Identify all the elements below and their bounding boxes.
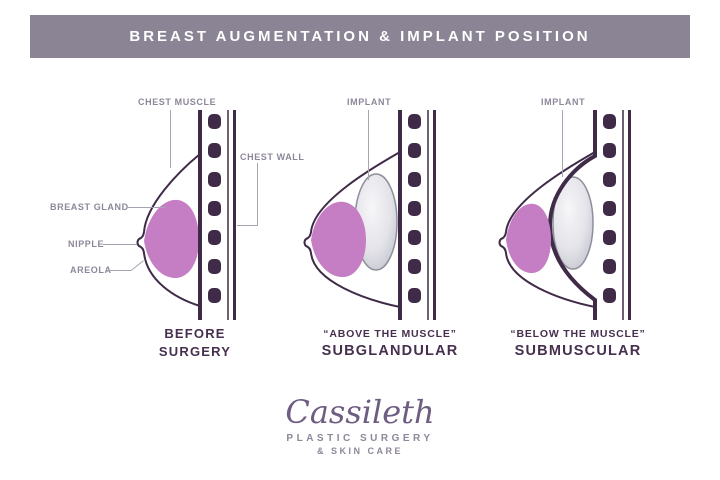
submuscular-diagram xyxy=(498,110,631,320)
title-banner: BREAST AUGMENTATION & IMPLANT POSITION xyxy=(30,15,690,58)
ribs xyxy=(408,114,421,303)
breast-outline xyxy=(136,153,201,307)
brand-logo-line1: PLASTIC SURGERY xyxy=(286,433,434,444)
implant-shape xyxy=(552,176,594,270)
breast-gland-label: BREAST GLAND xyxy=(50,202,129,212)
nipple-label: NIPPLE xyxy=(68,239,105,249)
ribs xyxy=(603,114,616,303)
breast-gland-shape xyxy=(506,203,551,274)
brand-logo: Cassileth PLASTIC SURGERY & SKIN CARE xyxy=(0,394,720,456)
implant-label: IMPLANT xyxy=(541,97,586,107)
chest-wall-label: CHEST WALL xyxy=(240,152,305,162)
before-surgery-caption: BEFORE SURGERY xyxy=(115,325,275,361)
areola-leader-line xyxy=(107,270,131,271)
before-surgery-diagram xyxy=(136,110,236,320)
chest-wall-leader-line xyxy=(257,163,258,225)
chest-muscle-line xyxy=(547,110,597,320)
breast-gland-shape xyxy=(311,201,366,278)
caption-line: SURGERY xyxy=(158,344,232,359)
submuscular-caption: “BELOW THE MUSCLE” SUBMUSCULAR xyxy=(488,328,668,359)
nipple-leader-line xyxy=(103,244,137,245)
breast-gland-leader-line xyxy=(128,207,166,208)
chest-muscle-label: CHEST MUSCLE xyxy=(138,97,217,107)
areola-label: AREOLA xyxy=(70,265,112,275)
chest-wall-leader-line xyxy=(237,225,258,226)
subglandular-diagram xyxy=(303,110,436,320)
brand-logo-line2: & SKIN CARE xyxy=(316,446,403,456)
implant-leader-line xyxy=(368,110,369,180)
subglandular-caption: “ABOVE THE MUSCLE” SUBGLANDULAR xyxy=(300,328,480,359)
caption-line: “ABOVE THE MUSCLE” xyxy=(323,328,457,340)
page-title: BREAST AUGMENTATION & IMPLANT POSITION xyxy=(129,28,591,45)
implant-label: IMPLANT xyxy=(347,97,392,107)
caption-line: SUBMUSCULAR xyxy=(514,343,642,359)
caption-line: BEFORE xyxy=(164,326,226,341)
implant-leader-line xyxy=(562,110,563,177)
chest-muscle-leader-line xyxy=(170,110,171,168)
brand-logo-script: Cassileth xyxy=(285,393,435,431)
caption-line: SUBGLANDULAR xyxy=(321,343,459,359)
breast-gland-shape xyxy=(144,199,199,279)
caption-line: “BELOW THE MUSCLE” xyxy=(510,328,646,340)
breast-outline xyxy=(303,151,401,308)
ribs xyxy=(208,114,221,303)
breast-outline xyxy=(498,151,596,308)
